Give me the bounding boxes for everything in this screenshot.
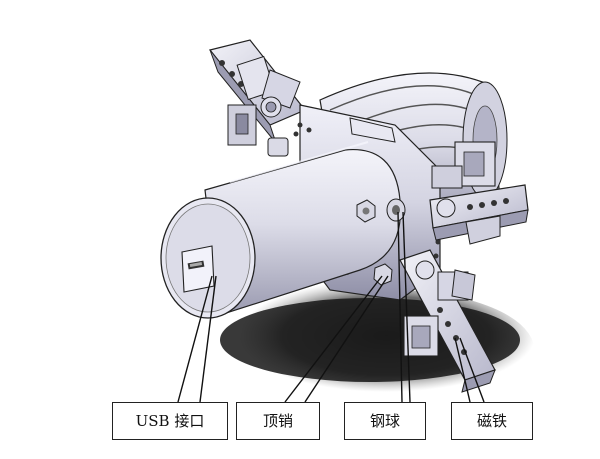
upper-arm: [208, 39, 306, 157]
lower-arm: [399, 249, 496, 393]
right-arm: [429, 141, 529, 245]
leader-magnet-2: [459, 337, 485, 403]
leader-magnet: [454, 337, 471, 403]
leader-usb: [177, 275, 213, 403]
leader-ball: [397, 211, 403, 403]
leader-pin: [284, 275, 383, 403]
leader-pin-2: [304, 275, 389, 403]
label-top-pin: 顶销: [236, 402, 320, 440]
leader-lines: [177, 211, 485, 403]
leader-ball-2: [402, 211, 411, 403]
front-cap: [160, 197, 256, 319]
label-usb-port: USB 接口: [112, 402, 228, 440]
label-steel-ball: 钢球: [344, 402, 426, 440]
leader-usb-2: [199, 275, 217, 403]
label-magnet: 磁铁: [451, 402, 533, 440]
